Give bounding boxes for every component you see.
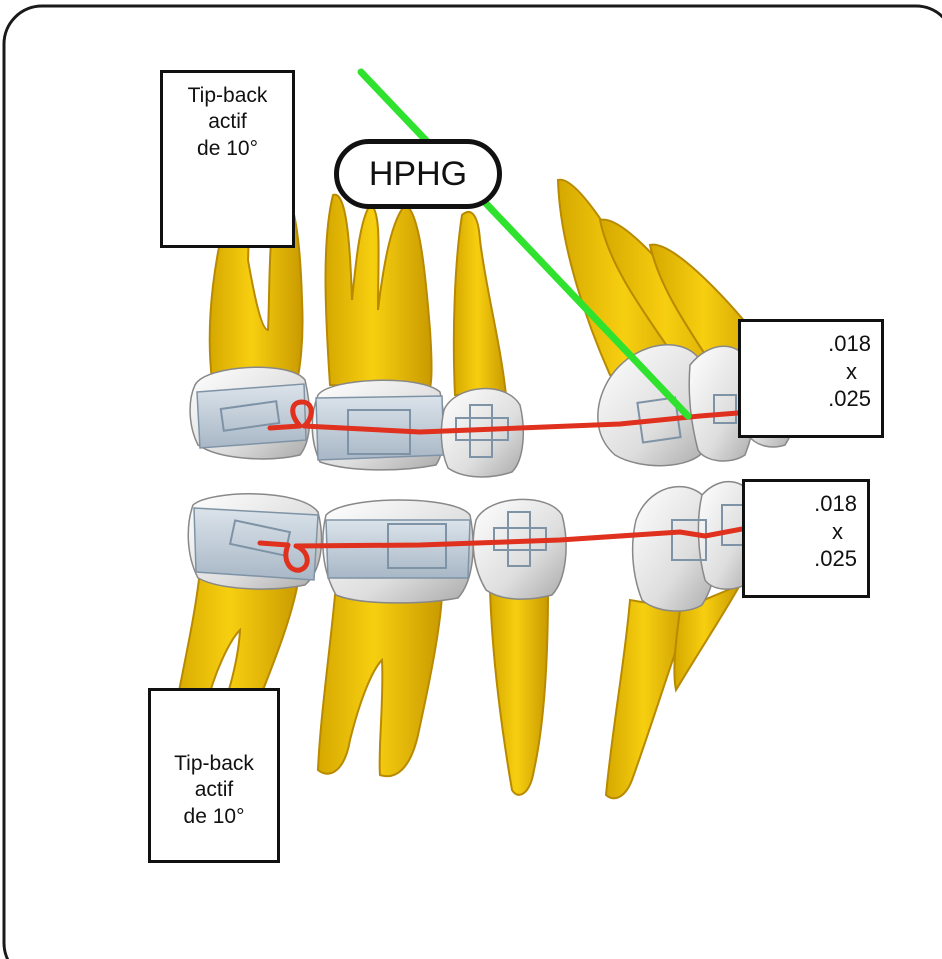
hphg-label: HPHG xyxy=(334,139,502,209)
tip-back-label-upper: Tip-back actif de 10° xyxy=(160,70,295,248)
wire-lower-line-1: .018 xyxy=(745,490,857,518)
tip-back-upper-line-1: Tip-back xyxy=(163,83,292,109)
tip-back-lower-line-2: actif xyxy=(151,777,277,803)
wire-lower-line-3: .025 xyxy=(745,545,857,573)
tip-back-lower-line-3: de 10° xyxy=(151,804,277,830)
wire-upper-line-2: x xyxy=(741,358,871,386)
tip-back-upper-line-3: de 10° xyxy=(163,136,292,162)
tip-back-upper-line-2: actif xyxy=(163,109,292,135)
wire-size-label-lower: .018 x .025 xyxy=(742,479,870,598)
wire-upper-line-1: .018 xyxy=(741,330,871,358)
wire-size-label-upper: .018 x .025 xyxy=(738,319,884,438)
wire-upper-line-3: .025 xyxy=(741,385,871,413)
tip-back-lower-line-1: Tip-back xyxy=(151,751,277,777)
wire-lower-line-2: x xyxy=(745,518,857,546)
tip-back-label-lower: Tip-back actif de 10° xyxy=(148,688,280,863)
